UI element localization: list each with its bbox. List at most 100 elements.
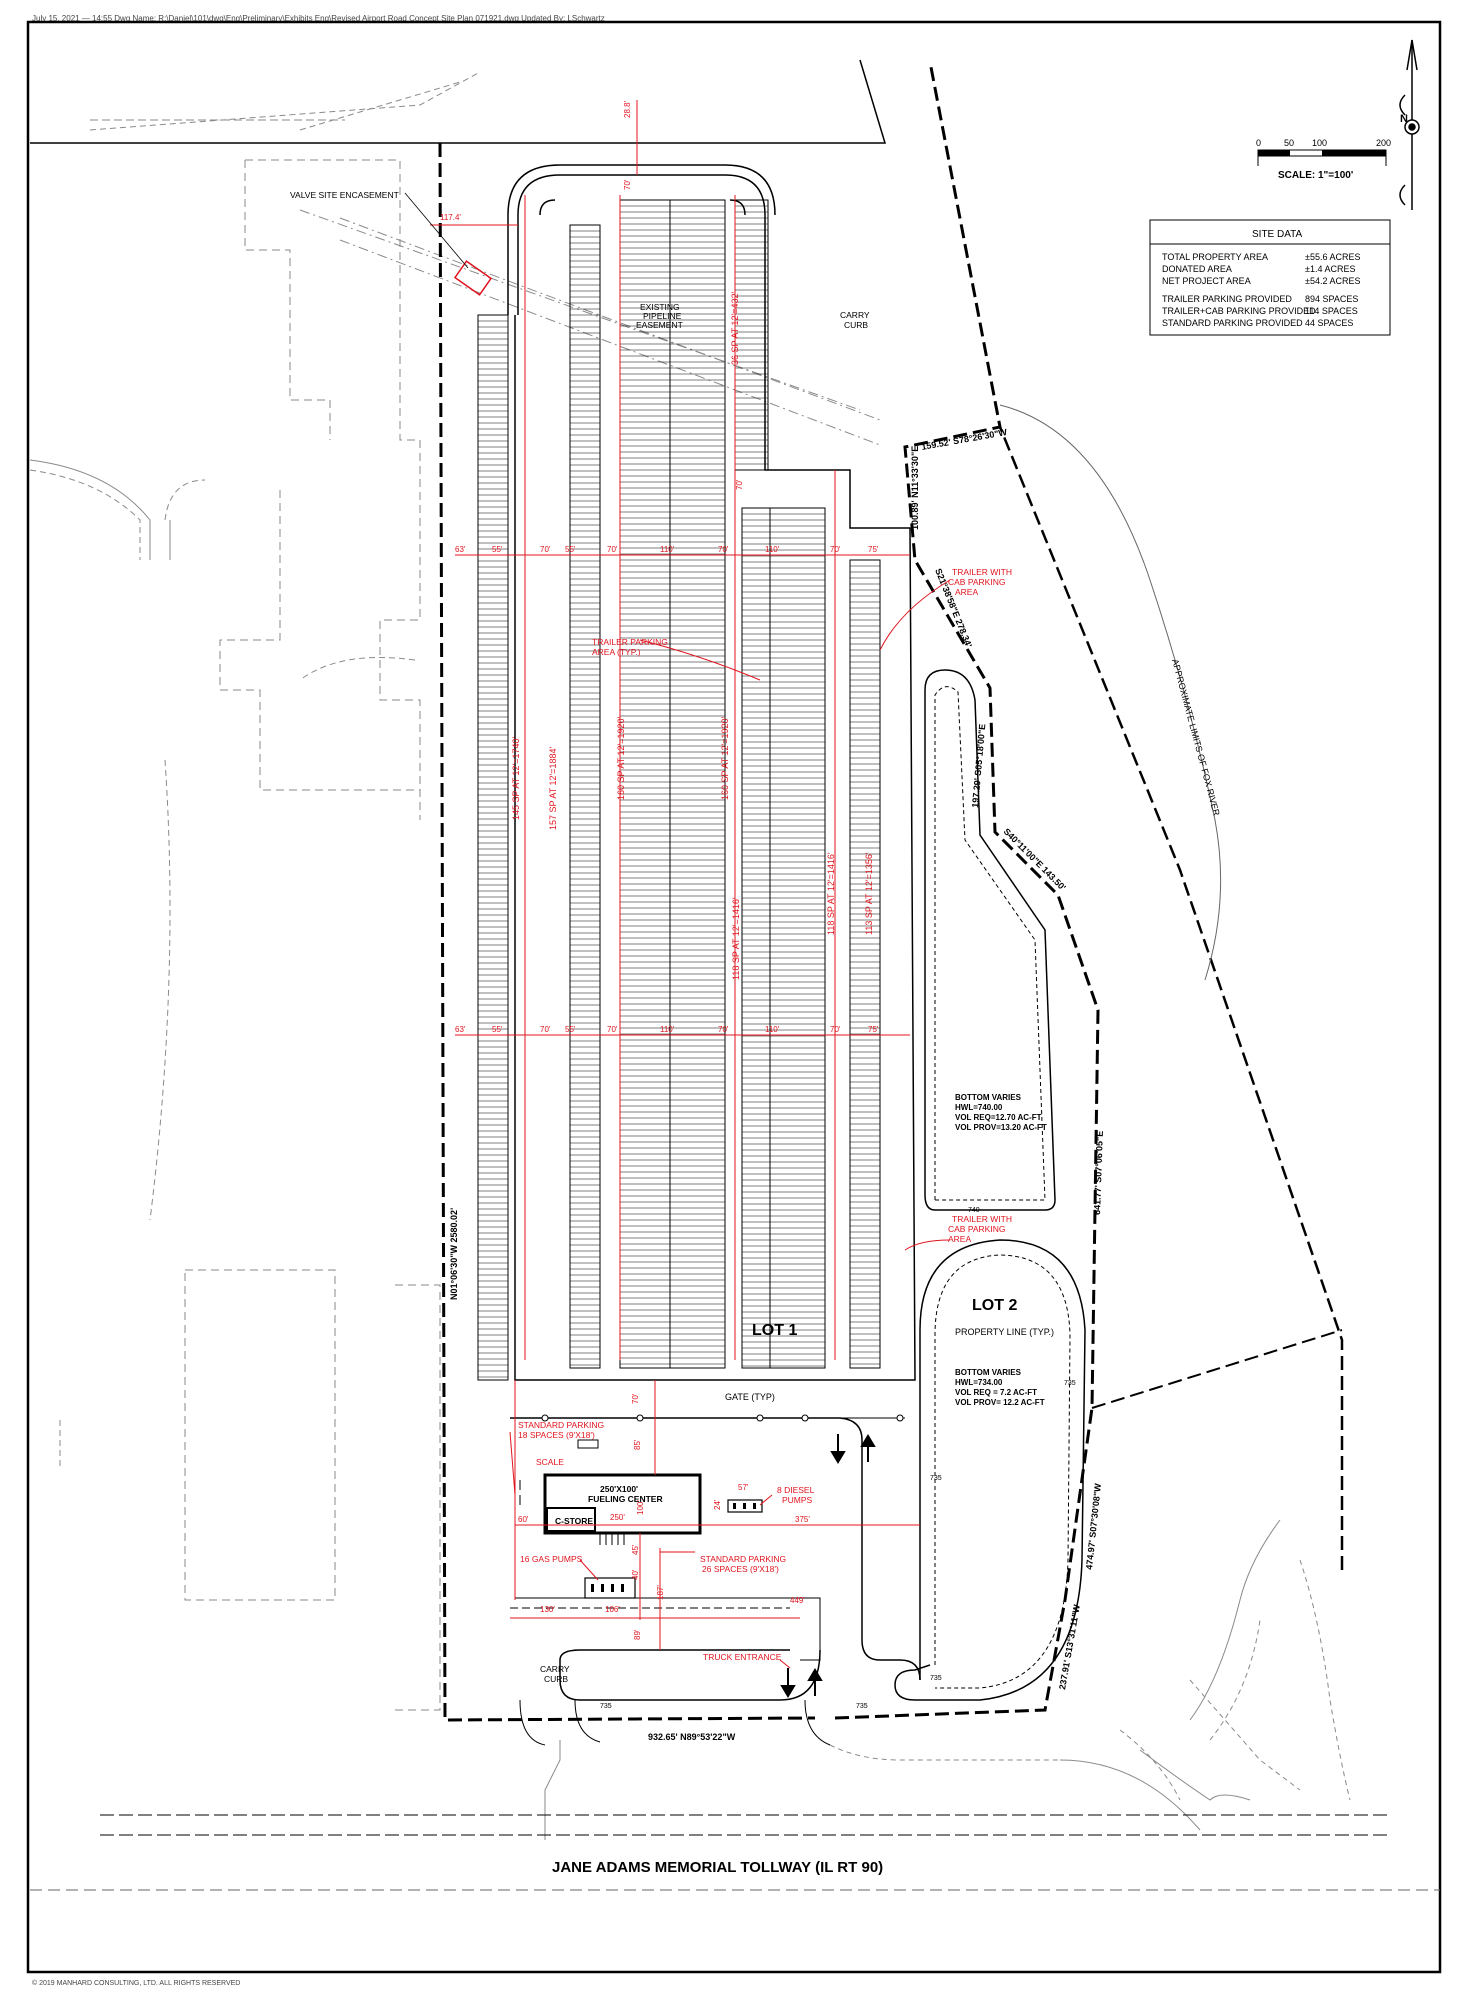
bearing-west: N01°06'30"W 2580.02'	[449, 1208, 459, 1300]
diesel-label-1: 8 DIESEL	[777, 1485, 815, 1495]
bearing-ne-2: 100.89' N11°33'30"E	[910, 446, 920, 530]
row-dimension: 63'	[455, 545, 466, 554]
scale-tick-200: 200	[1376, 138, 1391, 148]
valve-site-box	[453, 260, 493, 296]
stall-row	[741, 507, 771, 1369]
dim-28-8: 28.8'	[623, 100, 632, 118]
site-data-label: NET PROJECT AREA	[1162, 276, 1251, 286]
carry-curb-label-1: CARRY	[840, 310, 870, 320]
plan-labels: VALVE SITE ENCASEMENT EXISTING PIPELINE …	[290, 190, 1054, 1684]
row-dimension: 55'	[565, 1025, 576, 1034]
road-name: JANE ADAMS MEMORIAL TOLLWAY (IL RT 90)	[552, 1859, 883, 1876]
dim-375: 375'	[795, 1515, 810, 1524]
dim-449: 449'	[790, 1596, 805, 1605]
row-dimensions-top: 63'55'70'55'70'110'70'110'70'75'	[455, 545, 879, 554]
tollway	[30, 1814, 1440, 1891]
stall-lines	[670, 205, 725, 1365]
c-store-label: C-STORE	[555, 1516, 593, 1526]
dim-130: 130'	[540, 1605, 555, 1614]
basin-2-line-4: VOL PROV= 12.2 AC-FT	[955, 1398, 1045, 1407]
basin-2-contour-3: 735	[930, 1675, 942, 1682]
lot-divider	[1091, 1329, 1343, 1409]
stall-lines	[478, 320, 508, 1378]
site-data-value: ±54.2 ACRES	[1305, 276, 1360, 286]
stall-lines	[570, 230, 600, 1366]
trailer-cab-label-1: TRAILER WITH	[952, 567, 1012, 577]
stall-lines	[742, 513, 770, 1367]
stall-count-2: 157 SP AT 12'=1884'	[548, 746, 558, 830]
site-data-label: DONATED AREA	[1162, 264, 1232, 274]
dim-70-mid: 70'	[735, 479, 744, 490]
dim-40: 40'	[631, 1569, 640, 1580]
site-data-label: TOTAL PROPERTY AREA	[1162, 252, 1268, 262]
bearing-ne-4: 197.29' S05°18'00"E	[970, 723, 987, 808]
dim-250: 250'	[610, 1513, 625, 1522]
stall-row	[849, 559, 881, 1369]
trailer-cab-label-5: CAB PARKING	[948, 1224, 1005, 1234]
copyright: © 2019 MANHARD CONSULTING, LTD. ALL RIGH…	[32, 1980, 241, 1987]
site-data-value: ±1.4 ACRES	[1305, 264, 1355, 274]
traffic-arrows	[780, 1434, 876, 1698]
lot-1-label: LOT 1	[752, 1322, 797, 1339]
basin-2-line-3: VOL REQ = 7.2 AC-FT	[955, 1388, 1037, 1397]
row-dimension: 70'	[607, 1025, 618, 1034]
row-dimension: 75'	[868, 1025, 879, 1034]
site-data-table: SITE DATA TOTAL PROPERTY AREA±55.6 ACRES…	[1149, 219, 1391, 336]
existing-features	[29, 71, 1351, 1840]
trailer-cab-label-6: AREA	[948, 1234, 971, 1244]
stall-count-1: 145 SP AT 12'=1740'	[511, 736, 521, 820]
fueling-center-label-1: 250'X100'	[600, 1484, 638, 1494]
row-dimension: 70'	[540, 1025, 551, 1034]
basin-1-line-2: HWL=740.00	[955, 1103, 1003, 1112]
valve-site-leader	[404, 192, 469, 269]
scale-bar: 0 50 100 200 SCALE: 1"=100'	[1256, 138, 1391, 181]
site-data-value: 894 SPACES	[1305, 294, 1358, 304]
std-parking-18-label-1: STANDARD PARKING	[518, 1420, 604, 1430]
dim-70-gate: 70'	[631, 1393, 640, 1404]
row-dimension: 70'	[718, 545, 729, 554]
trailer-area-label-2: AREA (TYP.)	[592, 647, 641, 657]
basin-1-line-3: VOL REQ=12.70 AC-FT	[955, 1113, 1042, 1122]
stall-row	[477, 314, 509, 1381]
carry-curb-label-2: CURB	[844, 320, 868, 330]
sheet-border	[26, 20, 1442, 1974]
basin-2-contour-1: 735	[1064, 1380, 1076, 1387]
row-dimension: 63'	[455, 1025, 466, 1034]
aisle-center-lines	[430, 100, 910, 1360]
stall-lines	[850, 565, 880, 1365]
stall-lines	[735, 205, 768, 465]
pipeline-label-1: EXISTING	[640, 302, 680, 312]
basin-2-line-2: HWL=734.00	[955, 1378, 1003, 1387]
std-parking-26-label-1: STANDARD PARKING	[700, 1554, 786, 1564]
gate-post	[636, 1414, 644, 1422]
basin-1-line-4: VOL PROV=13.20 AC-FT	[955, 1123, 1047, 1132]
dim-45: 45'	[631, 1544, 640, 1555]
row-dimension: 110'	[660, 545, 675, 554]
dim-106: 106'	[605, 1605, 620, 1614]
dim-24: 24'	[713, 1499, 722, 1510]
std-parking-18-label-2: 18 SPACES (9'X18')	[518, 1430, 595, 1440]
stall-count-labels: 145 SP AT 12'=1740' 157 SP AT 12'=1884' …	[511, 291, 874, 980]
red-labels: TRAILER WITH CAB PARKING AREA TRAILER WI…	[518, 567, 1012, 1662]
truck-entrance-label: TRUCK ENTRANCE	[703, 1652, 782, 1662]
dim-187: 187'	[656, 1585, 665, 1600]
row-dimension: 55'	[492, 1025, 503, 1034]
pipeline-label-3: EASEMENT	[636, 320, 683, 330]
red-leaders	[509, 579, 951, 1669]
gas-pumps-label: 16 GAS PUMPS	[520, 1554, 583, 1564]
stall-row	[669, 199, 726, 1369]
boundary-bearings: N01°06'30"W 2580.02' 932.65' N89°53'22"W…	[449, 427, 1105, 1742]
row-dimension: 110'	[660, 1025, 675, 1034]
east-boundary	[998, 426, 1344, 1570]
stall-count-4: 160 SP AT 12'=1920'	[720, 716, 730, 800]
stall-count-7: 113 SP AT 12'=1356'	[864, 852, 874, 935]
fueling-center-label-2: FUELING CENTER	[588, 1494, 663, 1504]
fueling-center-building	[543, 1473, 702, 1535]
gate-line	[515, 1414, 905, 1422]
std-parking-26-label-2: 26 SPACES (9'X18')	[702, 1564, 779, 1574]
scale-pad	[577, 1439, 599, 1449]
pipeline-easement-lines	[299, 209, 881, 446]
gas-pump-island	[584, 1577, 636, 1599]
stall-count-6: 118 SP AT 12'=1416'	[826, 852, 836, 935]
trailer-area-label-1: TRAILER PARKING	[592, 637, 668, 647]
